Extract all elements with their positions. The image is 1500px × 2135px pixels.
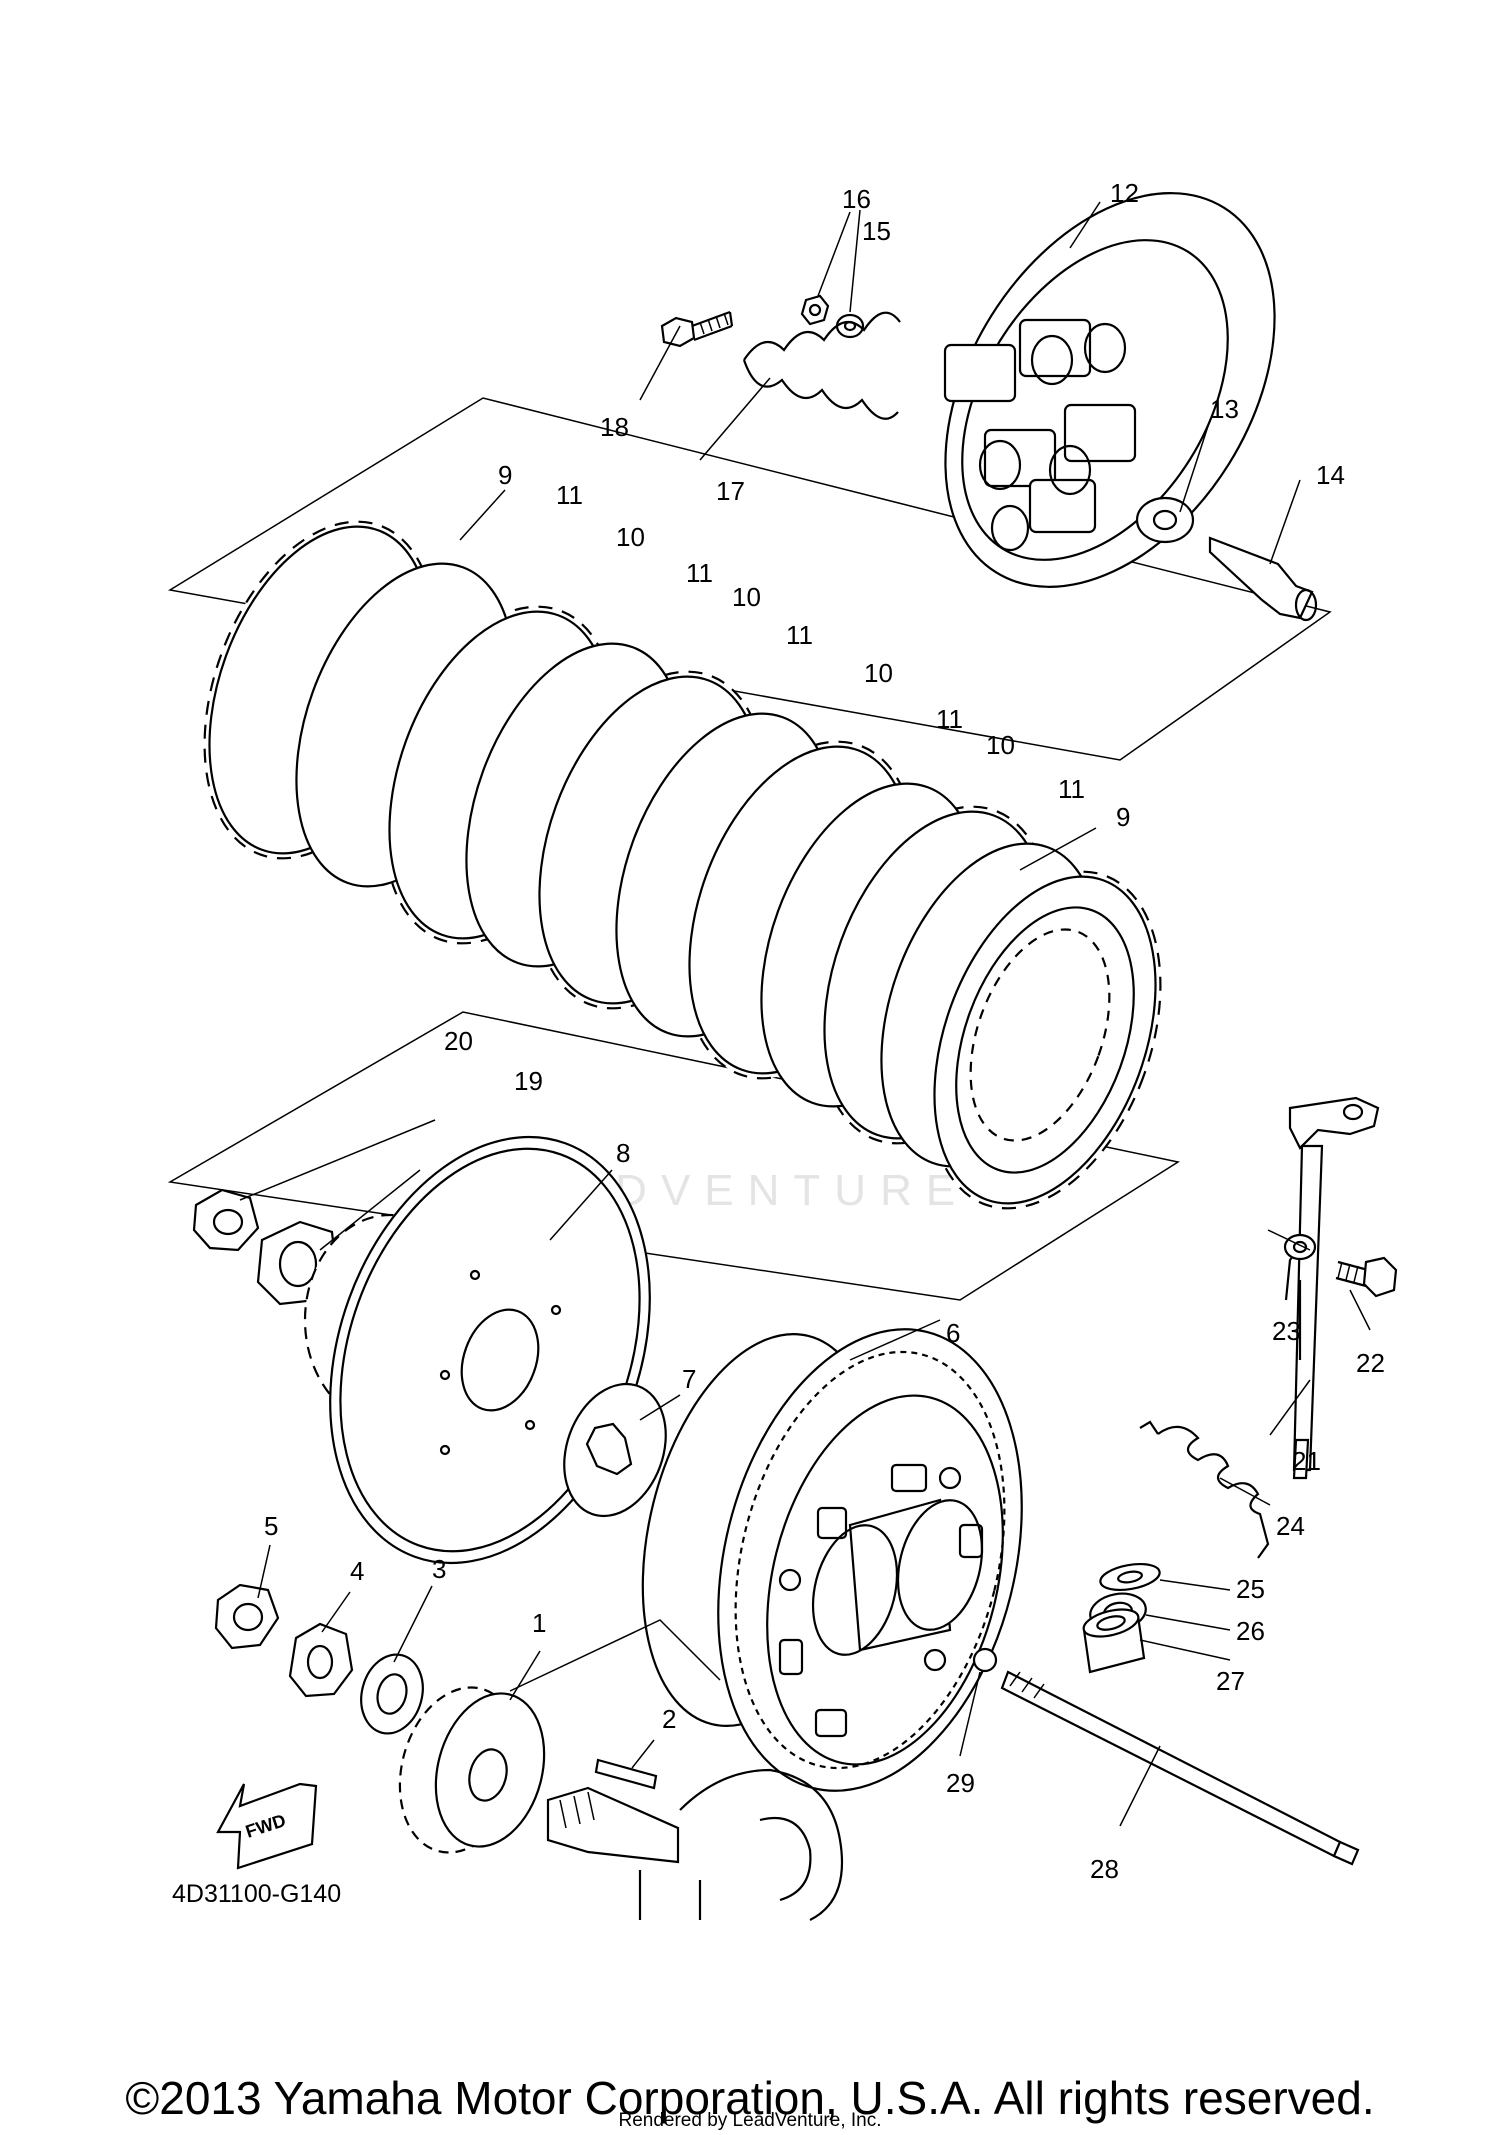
callout-8: 8 (616, 1138, 630, 1168)
bolt-part-22 (1335, 1256, 1398, 1298)
callout-9-bottom: 9 (1116, 802, 1130, 832)
primary-drive-gear-part-1 (398, 1686, 546, 1854)
callout-18: 18 (600, 412, 629, 442)
lock-washer-part-4 (288, 1622, 354, 1698)
callout-15: 15 (862, 216, 891, 246)
key-part-2 (594, 1758, 658, 1790)
washer-part-25 (1099, 1562, 1161, 1592)
thrust-plate-part-7 (563, 1382, 667, 1518)
callout-11-c: 11 (786, 620, 813, 650)
washer-part-23 (1283, 1233, 1317, 1261)
callout-16: 16 (842, 184, 871, 214)
callout-10-a: 10 (616, 522, 645, 552)
diagram-code: 4D31100-G140 (172, 1880, 341, 1908)
callout-17: 17 (716, 476, 745, 506)
callout-9-top: 9 (498, 460, 512, 490)
callout-23: 23 (1272, 1316, 1301, 1346)
bearing-part-27 (1082, 1608, 1146, 1674)
washer-part-15 (835, 313, 865, 339)
pressure-plate (943, 192, 1276, 588)
callout-10-c: 10 (864, 658, 893, 688)
callout-14: 14 (1316, 460, 1345, 490)
leader-lines (239, 201, 1371, 1827)
callout-10-d: 10 (986, 730, 1015, 760)
callout-12: 12 (1110, 178, 1139, 208)
callout-7: 7 (682, 1364, 696, 1394)
callout-4: 4 (350, 1556, 364, 1586)
callout-25: 25 (1236, 1574, 1265, 1604)
rendered-by-notice: Rendered by LeadVenture, Inc. (618, 2110, 882, 2131)
push-rod-part-14 (1208, 536, 1318, 622)
boss-frame (167, 1011, 1180, 1301)
crankshaft-end (546, 1768, 844, 1921)
callout-1: 1 (532, 1608, 546, 1638)
callout-3: 3 (432, 1554, 446, 1584)
callout-20: 20 (444, 1026, 473, 1056)
callout-27: 27 (1216, 1666, 1245, 1696)
callout-11-b: 11 (686, 558, 713, 588)
callout-26: 26 (1236, 1616, 1265, 1646)
nut-part-5 (214, 1583, 280, 1650)
callout-28: 28 (1090, 1854, 1119, 1884)
callout-6: 6 (946, 1318, 960, 1348)
nut-part-16 (800, 294, 830, 326)
callout-5: 5 (264, 1511, 278, 1541)
washer-part-3 (360, 1653, 424, 1735)
plate-stack-frame (167, 397, 1332, 761)
ball-part-29 (972, 1647, 998, 1673)
callout-11-e: 11 (1058, 774, 1085, 804)
spring-part-24 (1139, 1420, 1270, 1559)
clutch-housing-part-6 (641, 1328, 1023, 1792)
callout-21: 21 (1292, 1446, 1321, 1476)
callout-11-d: 11 (936, 704, 963, 734)
callout-24: 24 (1276, 1511, 1305, 1541)
callout-19: 19 (514, 1066, 543, 1096)
bolt-part-18 (660, 310, 734, 348)
callout-22: 22 (1356, 1348, 1385, 1378)
copyright-notice: ©2013 Yamaha Motor Corporation, U.S.A. A… (125, 2072, 1375, 2124)
callout-11-a: 11 (556, 480, 583, 510)
callout-2: 2 (662, 1704, 676, 1734)
callout-29: 29 (946, 1768, 975, 1798)
push-lever-shaft-part-21 (1284, 1096, 1380, 1480)
nut-part-20 (192, 1188, 260, 1252)
push-rod-part-28 (1000, 1670, 1360, 1866)
callout-numbers: 1 2 3 4 5 6 7 8 9 9 10 10 10 10 11 11 11… (264, 178, 1385, 1884)
callout-13: 13 (1210, 394, 1239, 424)
fwd-arrow-icon: FWD (216, 1782, 318, 1870)
plate-part-13 (1135, 496, 1195, 544)
spring-part-17 (742, 311, 901, 420)
clutch-plate-stack (203, 520, 1162, 1210)
callout-10-b: 10 (732, 582, 761, 612)
